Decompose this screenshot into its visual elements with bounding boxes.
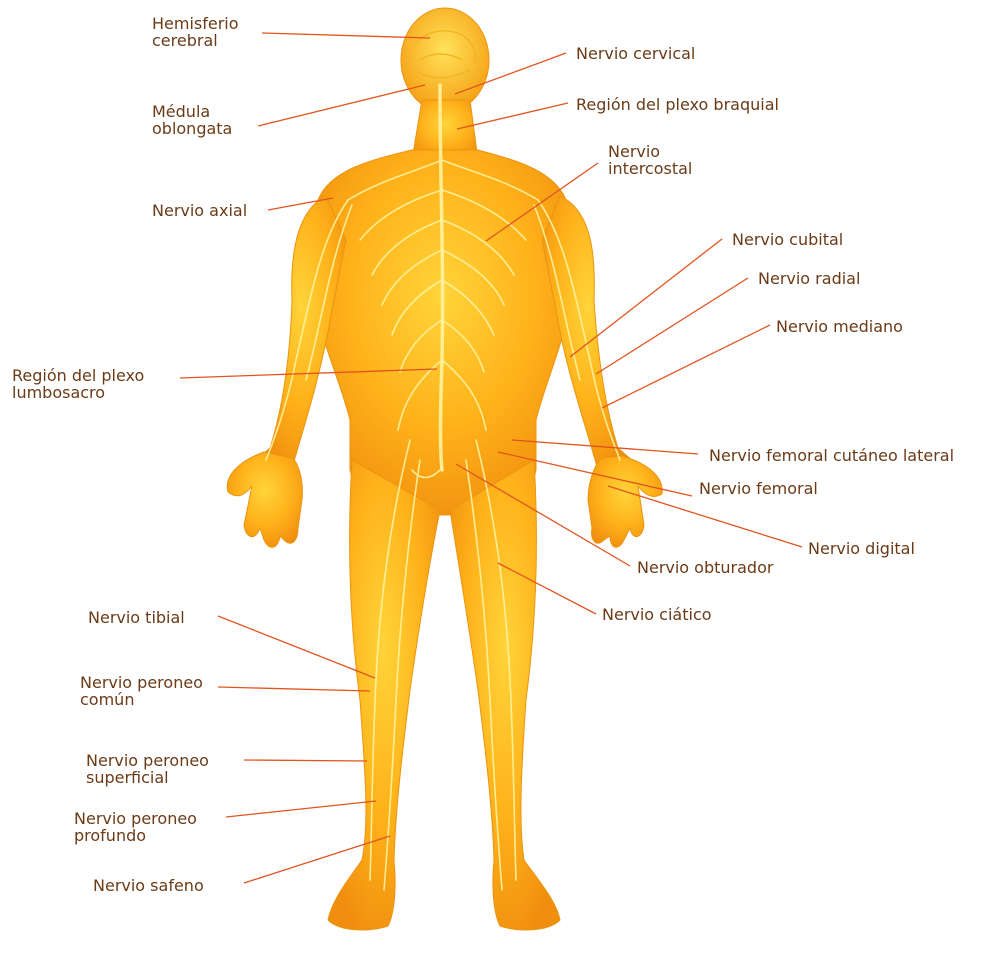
label-line: Nervio axial xyxy=(152,202,247,219)
label-medula-oblongata: Médula oblongata xyxy=(152,103,232,137)
label-nervio-obturador: Nervio obturador xyxy=(637,559,773,576)
label-line: Hemisferio xyxy=(152,15,239,32)
leader-mediano xyxy=(602,325,770,408)
leader-radial xyxy=(596,278,748,374)
right-leg-shape xyxy=(450,460,560,930)
label-line: Nervio peroneo xyxy=(80,674,203,691)
leader-peroneo-superficial xyxy=(244,760,367,761)
leader-tibial xyxy=(218,616,375,678)
label-line: Nervio xyxy=(608,143,692,160)
label-nervio-tibial: Nervio tibial xyxy=(88,609,185,626)
leader-hemisferio xyxy=(262,33,430,38)
label-line: superficial xyxy=(86,769,209,786)
label-nervio-mediano: Nervio mediano xyxy=(776,318,903,335)
label-line: cerebral xyxy=(152,32,239,49)
leader-peroneo-comun xyxy=(218,687,370,691)
label-line: Nervio mediano xyxy=(776,318,903,335)
head-shape xyxy=(401,8,489,112)
label-line: Región del plexo xyxy=(12,367,144,384)
label-line: Médula xyxy=(152,103,232,120)
label-line: Nervio tibial xyxy=(88,609,185,626)
label-line: Nervio obturador xyxy=(637,559,773,576)
label-line: intercostal xyxy=(608,160,692,177)
label-line: Nervio radial xyxy=(758,270,860,287)
label-nervio-femoral: Nervio femoral xyxy=(699,480,818,497)
label-plexo-braquial: Región del plexo braquial xyxy=(576,96,779,113)
label-nervio-radial: Nervio radial xyxy=(758,270,860,287)
label-nervio-axial: Nervio axial xyxy=(152,202,247,219)
label-line: Nervio digital xyxy=(808,540,915,557)
left-leg-shape xyxy=(328,460,440,930)
label-line: Nervio femoral cutáneo lateral xyxy=(709,447,954,464)
leader-medula xyxy=(258,85,425,126)
label-line: profundo xyxy=(74,827,197,844)
label-peroneo-comun: Nervio peroneo común xyxy=(80,674,203,708)
label-nervio-cervical: Nervio cervical xyxy=(576,45,695,62)
label-line: lumbosacro xyxy=(12,384,144,401)
label-line: Nervio femoral xyxy=(699,480,818,497)
label-plexo-lumbosacro: Región del plexo lumbosacro xyxy=(12,367,144,401)
label-line: oblongata xyxy=(152,120,232,137)
label-line: Nervio peroneo xyxy=(86,752,209,769)
label-peroneo-superficial: Nervio peroneo superficial xyxy=(86,752,209,786)
leader-peroneo-profundo xyxy=(226,801,376,817)
label-line: Nervio peroneo xyxy=(74,810,197,827)
label-line: Nervio ciático xyxy=(602,606,712,623)
label-line: común xyxy=(80,691,203,708)
label-nervio-digital: Nervio digital xyxy=(808,540,915,557)
leader-braquial xyxy=(457,103,568,129)
label-femoral-cutaneo-lateral: Nervio femoral cutáneo lateral xyxy=(709,447,954,464)
label-line: Nervio safeno xyxy=(93,877,204,894)
right-hand-shape xyxy=(588,456,662,547)
label-nervio-intercostal: Nervio intercostal xyxy=(608,143,692,177)
label-nervio-cubital: Nervio cubital xyxy=(732,231,843,248)
label-line: Nervio cervical xyxy=(576,45,695,62)
label-hemisferio-cerebral: Hemisferio cerebral xyxy=(152,15,239,49)
label-line: Nervio cubital xyxy=(732,231,843,248)
label-nervio-ciatico: Nervio ciático xyxy=(602,606,712,623)
body-silhouette xyxy=(227,8,662,930)
label-nervio-safeno: Nervio safeno xyxy=(93,877,204,894)
label-line: Región del plexo braquial xyxy=(576,96,779,113)
left-hand-shape xyxy=(227,452,302,547)
label-peroneo-profundo: Nervio peroneo profundo xyxy=(74,810,197,844)
